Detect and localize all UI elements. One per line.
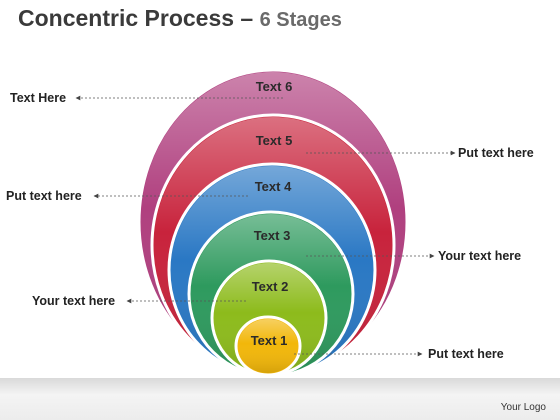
callout-label-1: Text Here [10,91,66,105]
callout-label-4: Your text here [438,249,521,263]
callout-label-3: Put text here [6,189,82,203]
stage-label-1: Text 1 [251,333,288,348]
title-sub: 6 Stages [259,9,342,31]
floor-shadow [0,378,560,420]
callout-label-2: Put text here [458,146,534,160]
page-title: Concentric Process – 6 Stages [18,5,342,32]
stage-label-5: Text 5 [256,133,293,148]
stage-ring-1 [234,315,302,377]
stage-label-2: Text 2 [252,279,289,294]
logo-text: Your Logo [500,402,546,413]
stage-label-3: Text 3 [254,228,291,243]
title-main: Concentric Process – [18,5,260,31]
callout-label-6: Put text here [428,347,504,361]
stage-label-6: Text 6 [256,79,293,94]
stage-label-4: Text 4 [255,179,292,194]
callout-label-5: Your text here [32,294,115,308]
